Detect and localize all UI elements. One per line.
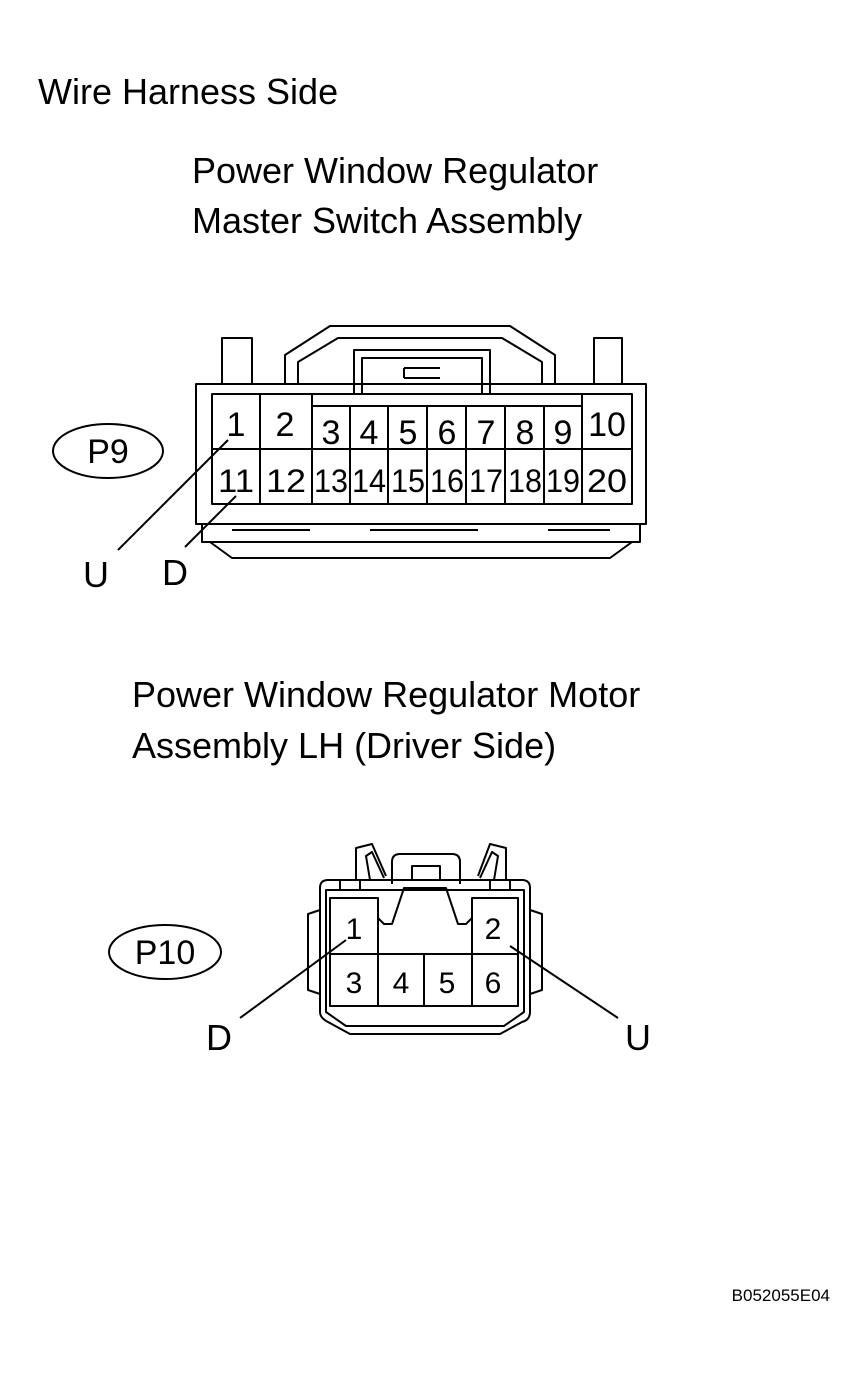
connector-p9-id-badge [52, 423, 164, 479]
pin-label: 3 [346, 967, 363, 1000]
connector1-title-line1: Power Window Regulator [192, 150, 599, 191]
figure-code: B052055E04 [731, 1286, 830, 1305]
pin-label: 8 [516, 414, 535, 452]
pin-label: 20 [587, 463, 627, 499]
pin-label: 2 [485, 913, 502, 946]
leader-line-d [239, 939, 347, 1019]
connector-p10-body [307, 843, 543, 1035]
wire-label-d: D [162, 552, 188, 593]
pin-label: 5 [439, 967, 456, 1000]
pin-label: 15 [391, 463, 425, 499]
pin-label: 19 [546, 463, 580, 499]
pin-label: 18 [508, 463, 542, 499]
connector-p10-id-badge [108, 924, 222, 980]
leader-line-d [184, 495, 237, 548]
connector1-title-line2: Master Switch Assembly [192, 200, 583, 241]
pin-label: 3 [322, 414, 341, 452]
pin-label: 16 [430, 463, 464, 499]
pin-label: 9 [554, 414, 573, 452]
connector-p9-body [195, 325, 647, 559]
pin-label: 5 [399, 414, 418, 452]
pin-label: 1 [346, 913, 363, 946]
connector2-title-line2: Assembly LH (Driver Side) [132, 725, 557, 766]
connector-p9-id: P9 [87, 433, 129, 471]
pin-label: 11 [218, 463, 254, 499]
pin-label: 12 [266, 463, 306, 499]
pin-label: 4 [360, 414, 379, 452]
pin-label: 14 [352, 463, 386, 499]
leader-line-u [509, 945, 619, 1019]
wire-label-u: U [83, 554, 109, 595]
pin-label: 7 [477, 414, 496, 452]
pin-label: 6 [438, 414, 457, 452]
connector-p10-id: P10 [135, 934, 196, 972]
pin-label: 2 [276, 406, 295, 444]
wire-label-u: U [625, 1017, 651, 1058]
connector2-title-line1: Power Window Regulator Motor [132, 674, 641, 715]
wire-label-d: D [206, 1017, 232, 1058]
pin-label: 10 [588, 406, 626, 444]
pin-label: 6 [485, 967, 502, 1000]
page-title: Wire Harness Side [38, 71, 339, 112]
pin-label: 17 [469, 463, 503, 499]
pin-label: 13 [314, 463, 348, 499]
leader-line-u [117, 439, 229, 551]
pin-label: 1 [227, 406, 246, 444]
pin-label: 4 [393, 967, 410, 1000]
